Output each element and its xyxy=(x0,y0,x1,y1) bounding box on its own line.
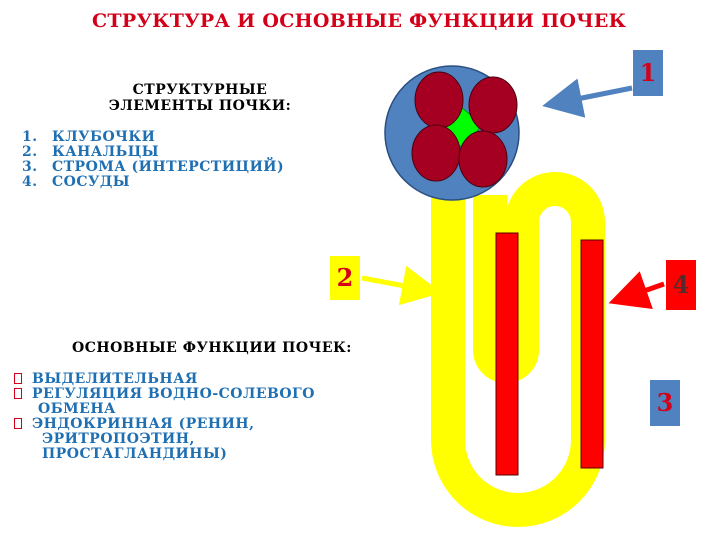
arrow-to-tubule xyxy=(361,265,442,306)
structure-item-label: КЛУБОЧКИ xyxy=(52,129,156,145)
structure-item-label: СТРОМА (ИНТЕРСТИЦИЙ) xyxy=(52,159,285,175)
function-line: ВЫДЕЛИТЕЛЬНАЯ xyxy=(32,371,198,387)
label-4-vessel: 4 xyxy=(666,260,696,310)
structure-item-label: КАНАЛЬЦЫ xyxy=(52,144,160,160)
function-item: РЕГУЛЯЦИЯ ВОДНО-СОЛЕВОГО ОБМЕНА xyxy=(14,387,315,417)
structure-item-number: 3. xyxy=(22,159,38,175)
blood-vessel xyxy=(495,232,519,476)
structure-item-number: 2. xyxy=(22,144,38,160)
function-line: РЕГУЛЯЦИЯ ВОДНО-СОЛЕВОГО xyxy=(32,386,315,402)
structure-item-number: 4. xyxy=(22,174,38,190)
structure-item: 4. СОСУДЫ xyxy=(22,175,284,190)
bullet-box-icon xyxy=(14,373,22,384)
functions-list: ВЫДЕЛИТЕЛЬНАЯ РЕГУЛЯЦИЯ ВОДНО-СОЛЕВОГО О… xyxy=(14,372,315,462)
slide-title: СТРУКТУРА И ОСНОВНЫЕ ФУНКЦИИ ПОЧЕК xyxy=(92,10,627,32)
glomerulus-capillary xyxy=(411,124,461,182)
structure-item-number: 1. xyxy=(22,129,38,145)
bullet-box-icon xyxy=(14,418,22,429)
structure-item: 1. КЛУБОЧКИ xyxy=(22,130,284,145)
function-item: ЭНДОКРИННАЯ (РЕНИН, ЭРИТРОПОЭТИН, ПРОСТА… xyxy=(14,417,315,462)
arrow-to-glomerulus xyxy=(542,78,633,118)
functions-heading: ОСНОВНЫЕ ФУНКЦИИ ПОЧЕК: xyxy=(72,340,352,356)
function-item: ВЫДЕЛИТЕЛЬНАЯ xyxy=(14,372,315,387)
structure-heading-line1: СТРУКТУРНЫЕ xyxy=(132,82,268,98)
function-line: ОБМЕНА xyxy=(38,401,116,417)
structure-item: 2. КАНАЛЬЦЫ xyxy=(22,145,284,160)
function-line: ЭРИТРОПОЭТИН, xyxy=(42,431,195,447)
function-line: ЭНДОКРИННАЯ (РЕНИН, xyxy=(32,416,255,432)
label-3-interstitium: 3 xyxy=(650,380,680,426)
function-line: ПРОСТАГЛАНДИНЫ) xyxy=(42,446,228,462)
label-2-tubule: 2 xyxy=(330,256,360,300)
structure-item: 3. СТРОМА (ИНТЕРСТИЦИЙ) xyxy=(22,160,284,175)
structure-heading: СТРУКТУРНЫЕ ЭЛЕМЕНТЫ ПОЧКИ: xyxy=(70,82,330,114)
label-1-glomerulus: 1 xyxy=(633,50,663,96)
bullet-box-icon xyxy=(14,388,22,399)
structure-heading-line2: ЭЛЕМЕНТЫ ПОЧКИ: xyxy=(108,98,292,114)
glomerulus-capillary xyxy=(414,71,464,129)
glomerulus-capillary xyxy=(458,130,508,188)
blood-vessel xyxy=(580,239,604,469)
glomerulus-capillary xyxy=(468,76,518,134)
structure-list: 1. КЛУБОЧКИ 2. КАНАЛЬЦЫ 3. СТРОМА (ИНТЕРСТИ… xyxy=(22,130,284,190)
arrow-to-vessel xyxy=(608,271,665,310)
structure-item-label: СОСУДЫ xyxy=(52,174,131,190)
